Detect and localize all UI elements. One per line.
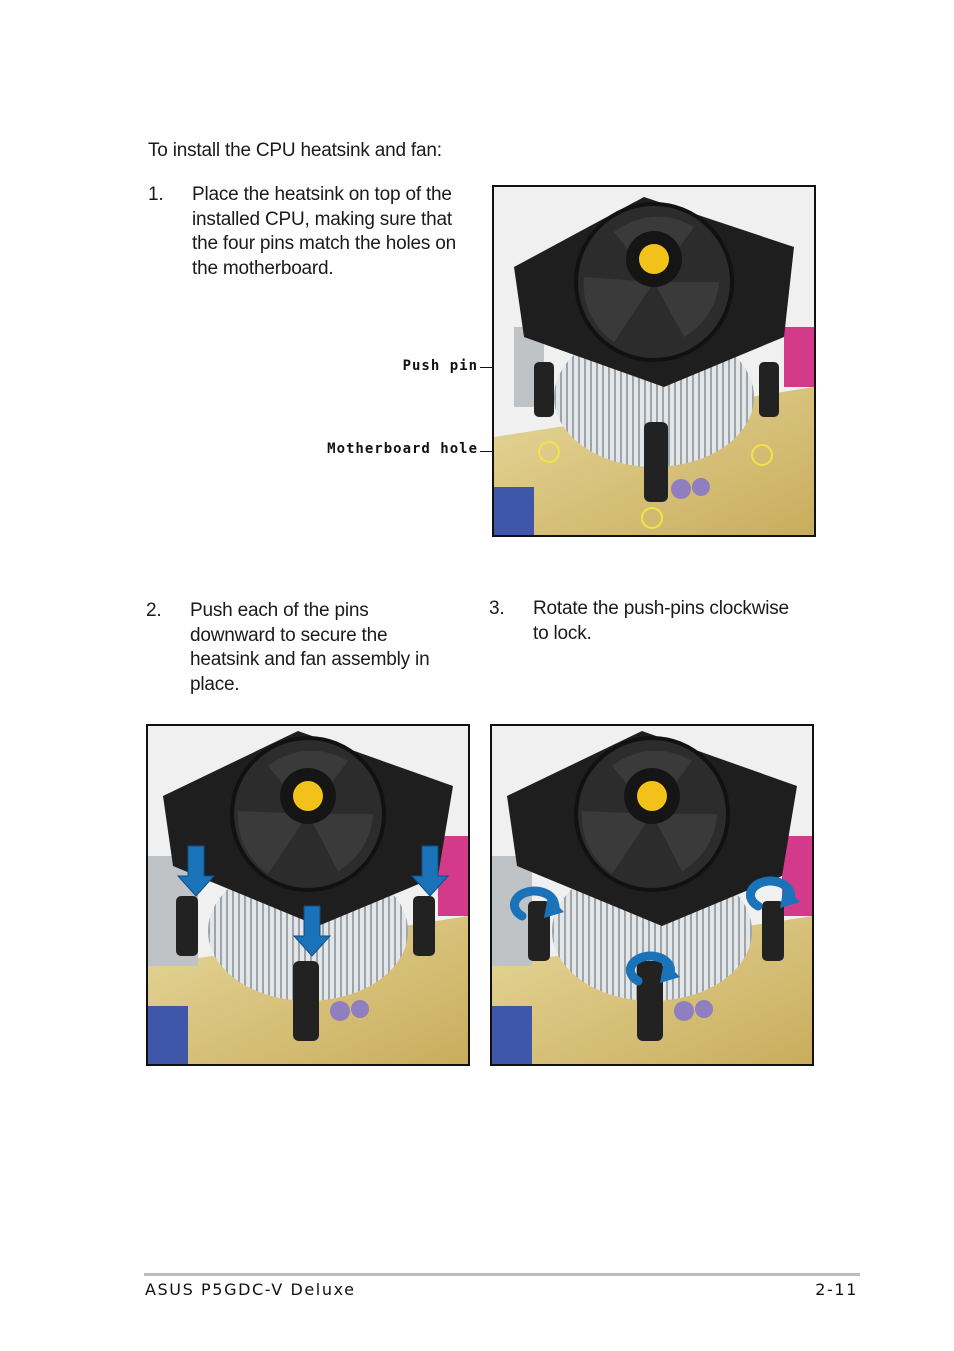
- footer-page-number: 2-11: [815, 1280, 858, 1299]
- rotate-clockwise-icon: [745, 876, 795, 911]
- step-line: installed CPU, making sure that: [192, 208, 452, 230]
- arrow-down-icon: [292, 905, 332, 957]
- photo-push-pins-down: [146, 724, 470, 1066]
- footer-product-name: ASUS P5GDC-V Deluxe: [145, 1280, 356, 1299]
- step-2: 2. Push each of the pins downward to sec…: [146, 599, 466, 699]
- arrow-down-icon: [410, 845, 450, 897]
- step-line: place.: [190, 673, 240, 695]
- step-1: 1. Place the heatsink on top of the inst…: [148, 183, 488, 283]
- step-line: downward to secure the: [190, 624, 388, 646]
- step-line: heatsink and fan assembly in: [190, 649, 430, 670]
- step-line: Rotate the push-pins clockwise: [533, 598, 789, 619]
- step-line: the motherboard.: [192, 257, 334, 279]
- callout-push-pin: Push pin: [402, 358, 478, 374]
- step-line: to lock.: [533, 622, 592, 644]
- step-number: 1.: [148, 184, 164, 205]
- step-3: 3. Rotate the push-pins clockwise to loc…: [489, 597, 829, 657]
- callout-motherboard-hole: Motherboard hole: [327, 441, 478, 457]
- rotate-clockwise-icon: [509, 886, 559, 921]
- footer-rule: [144, 1273, 860, 1276]
- step-line: the four pins match the holes on: [192, 233, 456, 254]
- rotate-clockwise-icon: [625, 951, 675, 986]
- arrow-down-icon: [176, 845, 216, 897]
- step-line: Place the heatsink on top of the: [192, 184, 452, 205]
- step-number: 2.: [146, 600, 162, 621]
- step-number: 3.: [489, 598, 505, 619]
- step-line: Push each of the pins: [190, 600, 369, 621]
- photo-heatsink-placement: [492, 185, 816, 537]
- intro-text: To install the CPU heatsink and fan:: [148, 140, 442, 161]
- photo-rotate-pins: [490, 724, 814, 1066]
